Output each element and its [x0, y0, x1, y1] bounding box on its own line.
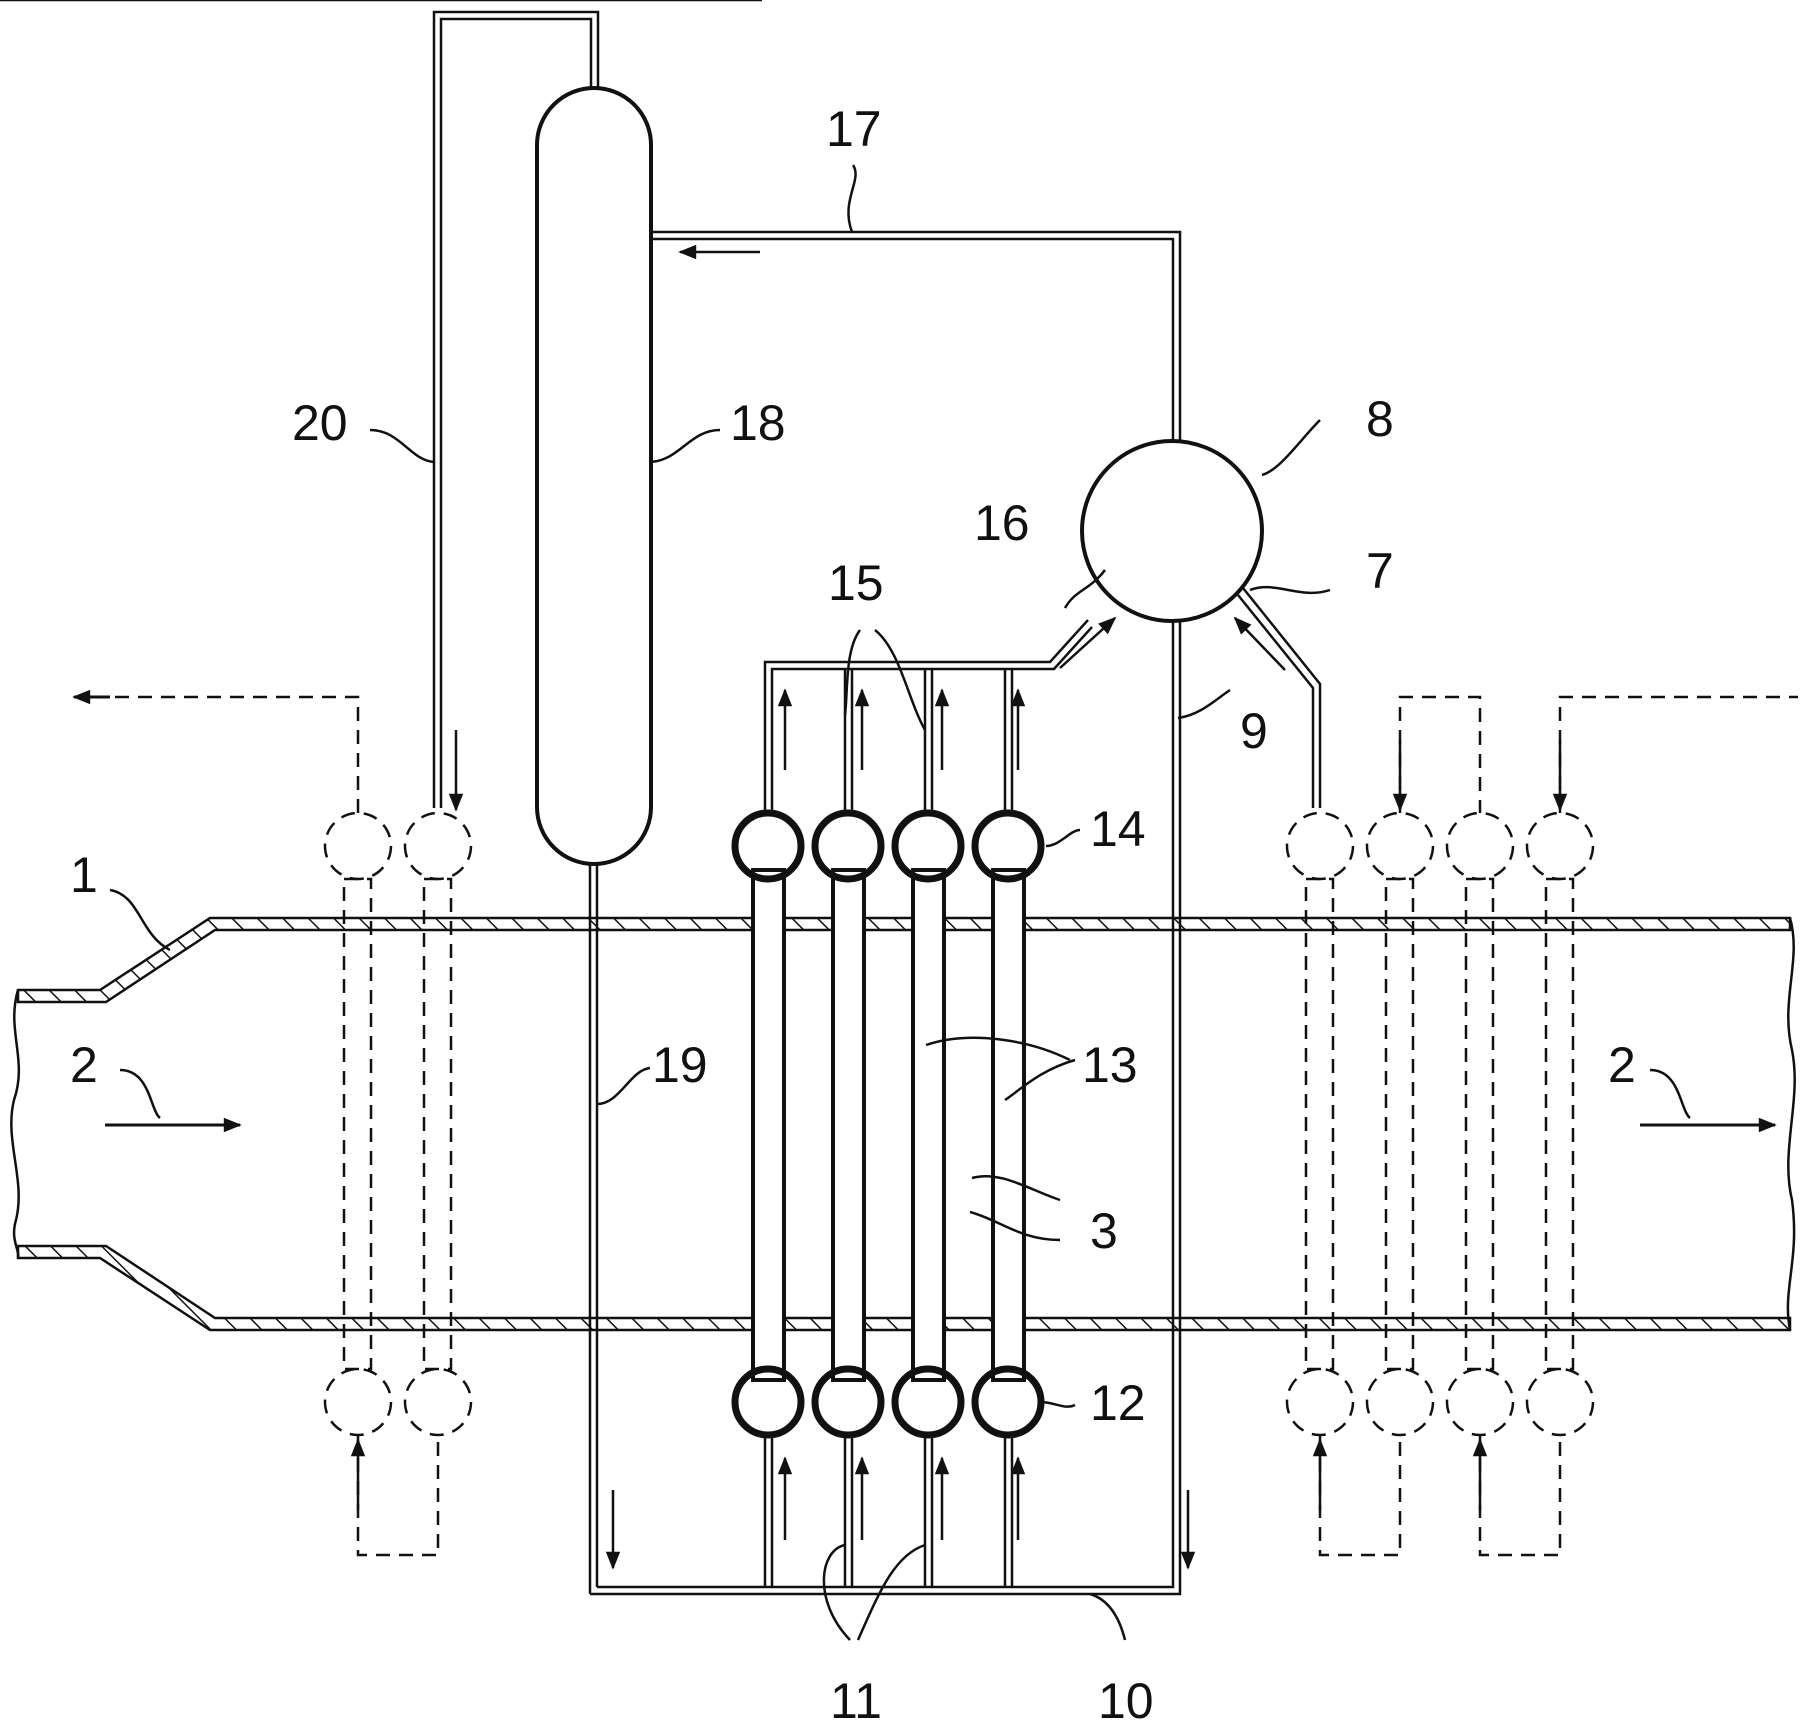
- label-gas-space-3: 3: [1090, 1203, 1118, 1259]
- label-duct-1: 1: [70, 847, 98, 903]
- label-riser-7: 7: [1366, 543, 1394, 599]
- separator-vessel: [537, 88, 651, 864]
- drum-vessel: [1082, 441, 1262, 621]
- duct-lower-wall: [18, 1246, 1790, 1330]
- heating-tubes: [753, 870, 1024, 1380]
- label-inlet-header-12: 12: [1090, 1375, 1146, 1431]
- tube: [993, 870, 1024, 1380]
- label-collector-10: 10: [1098, 1673, 1154, 1729]
- label-downcomer-19: 19: [652, 1037, 708, 1093]
- tube: [833, 870, 864, 1380]
- label-inlet-pipes-11: 11: [830, 1673, 882, 1729]
- label-flow-out-2: 2: [1608, 1037, 1636, 1093]
- tube: [753, 870, 784, 1380]
- label-outlet-pipes-15: 15: [828, 555, 884, 611]
- label-line-20: 20: [292, 395, 348, 451]
- piping: [434, 12, 1320, 1594]
- label-separator-18: 18: [730, 395, 786, 451]
- label-drum-8: 8: [1366, 391, 1394, 447]
- label-steam-17: 17: [826, 101, 882, 157]
- label-flow-in-2: 2: [70, 1037, 98, 1093]
- label-downcomer-9: 9: [1240, 703, 1268, 759]
- duct-left-break: [11, 990, 19, 1258]
- label-tubes-13: 13: [1082, 1037, 1138, 1093]
- duct-upper-wall: [18, 918, 1790, 1002]
- label-riser-16: 16: [974, 495, 1030, 551]
- duct-right-break: [1788, 918, 1795, 1330]
- label-outlet-header-14: 14: [1090, 801, 1146, 857]
- flue-gas-duct: [11, 918, 1794, 1330]
- tube: [913, 870, 944, 1380]
